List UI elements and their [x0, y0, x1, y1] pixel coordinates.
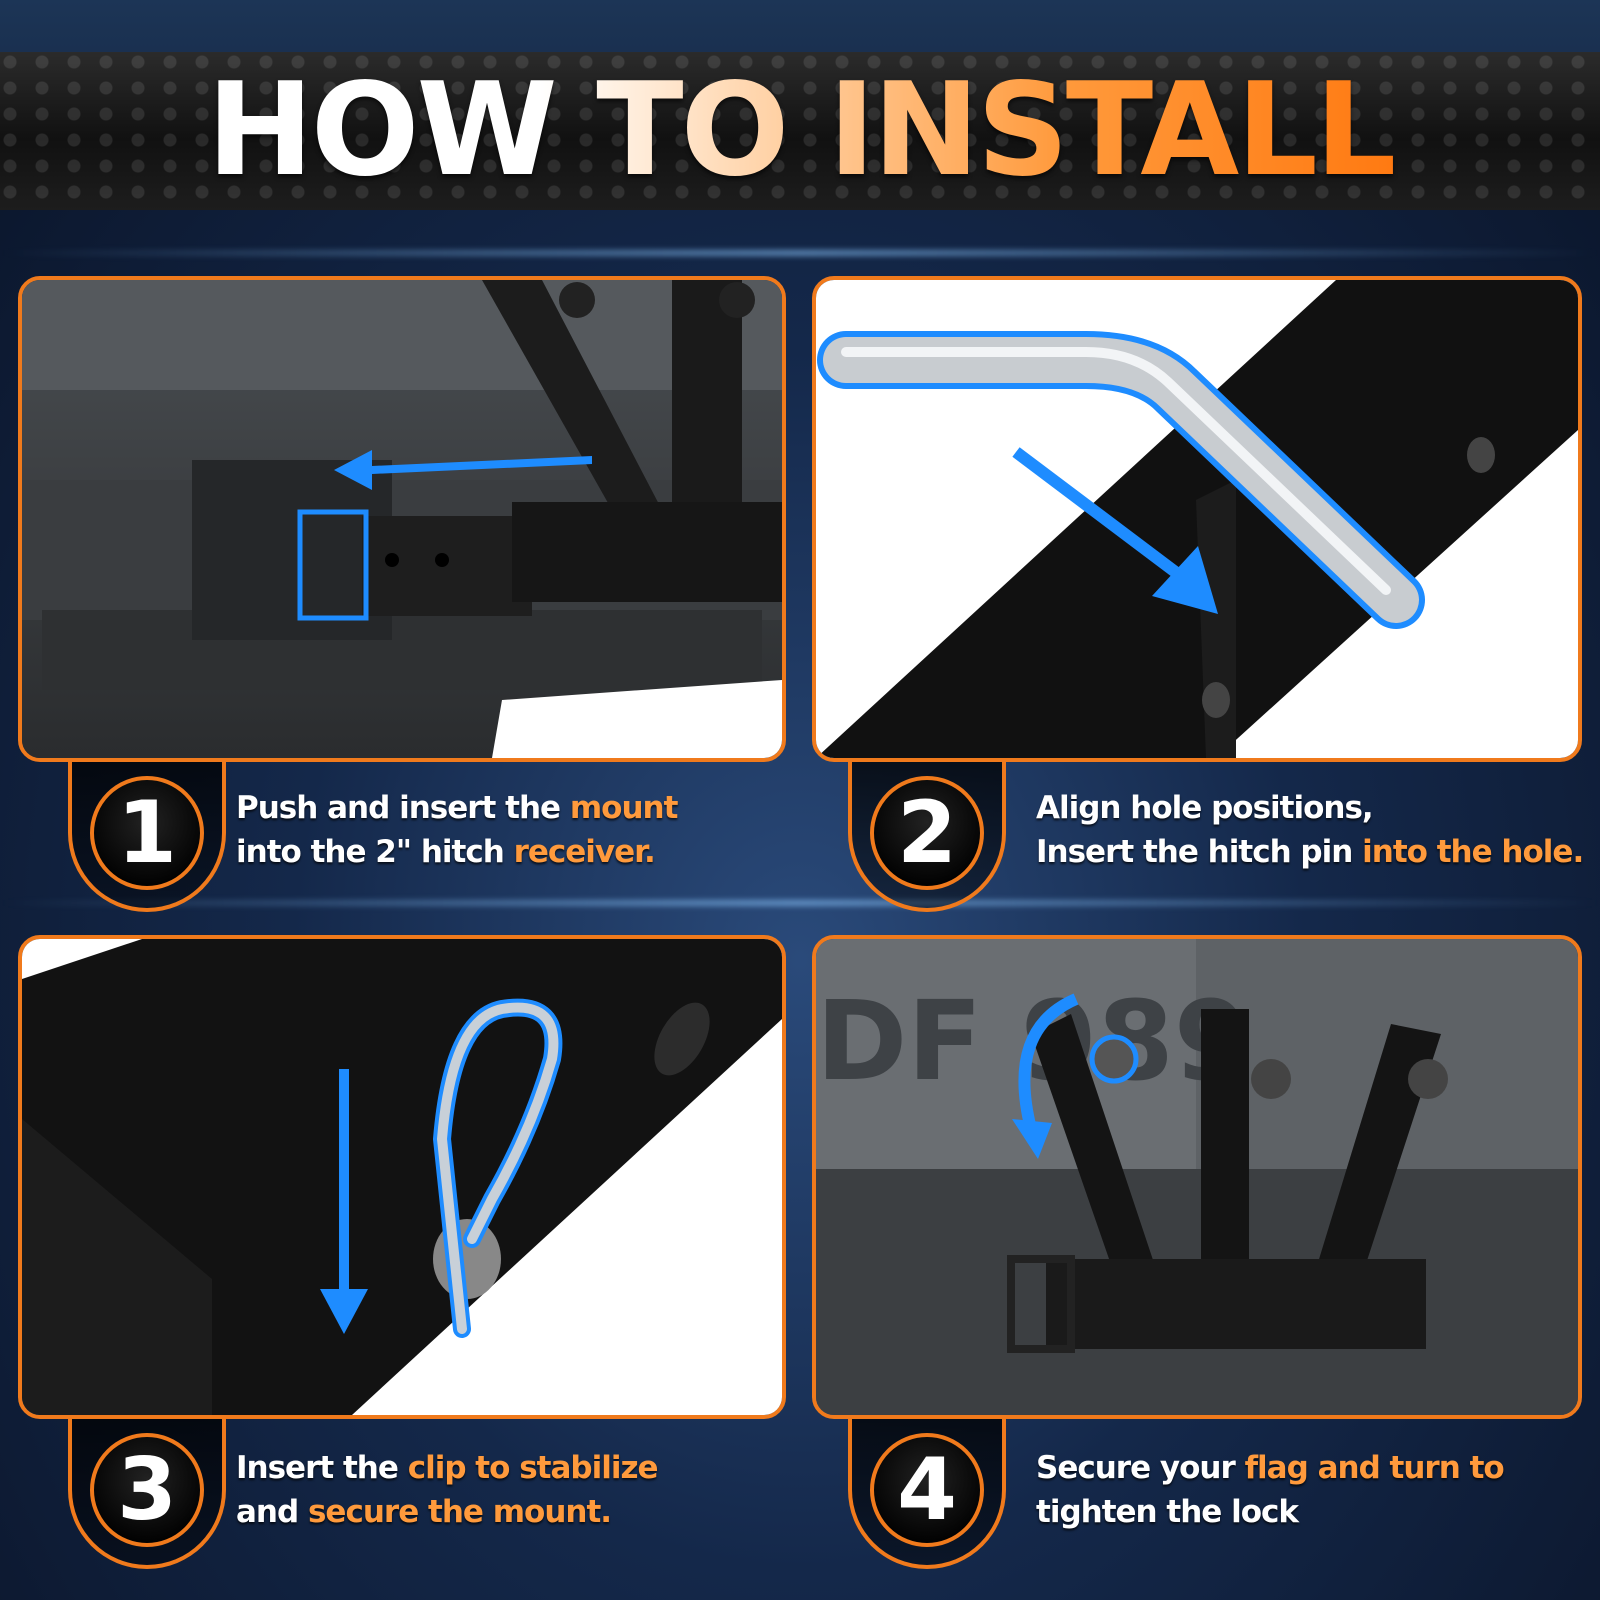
- top-band: [0, 0, 1600, 52]
- caption-text: tighten the lock: [1036, 1494, 1299, 1530]
- step-2-number: 2: [870, 776, 984, 890]
- step-3-badge: 3: [68, 1419, 226, 1569]
- title-banner: HOW TO INSTALL: [0, 52, 1600, 210]
- step-2-badge: 2: [848, 762, 1006, 912]
- step-3-photo: [18, 935, 786, 1419]
- step-4-number: 4: [870, 1433, 984, 1547]
- step-1-photo: [18, 276, 786, 762]
- caption-text: Secure your: [1036, 1450, 1245, 1486]
- caption-line: Insert the clip to stabilize: [236, 1446, 659, 1490]
- caption-text: and: [236, 1494, 308, 1530]
- step-2-caption: Align hole positions, Insert the hitch pi…: [1036, 786, 1584, 874]
- caption-text: into the hole.: [1362, 834, 1584, 870]
- glow-line: [0, 250, 1600, 256]
- caption-text: into the 2" hitch: [236, 834, 514, 870]
- caption-text: Push and insert the: [236, 790, 570, 826]
- caption-line: Insert the hitch pin into the hole.: [1036, 830, 1584, 874]
- caption-text: mount: [569, 790, 679, 826]
- caption-text: clip to stabilize: [407, 1450, 659, 1486]
- caption-line: Secure your flag and turn to: [1036, 1446, 1505, 1490]
- caption-line: Align hole positions,: [1036, 786, 1583, 830]
- caption-line: and secure the mount.: [236, 1490, 658, 1534]
- step-3-number: 3: [90, 1433, 204, 1547]
- caption-text: receiver.: [513, 834, 656, 870]
- caption-text: Align hole positions,: [1036, 790, 1374, 826]
- caption-text: Insert the: [236, 1450, 408, 1486]
- glow-line: [0, 900, 1600, 906]
- caption-text: Insert the hitch pin: [1036, 834, 1363, 870]
- caption-line: into the 2" hitch receiver.: [236, 830, 677, 874]
- caption-line: tighten the lock: [1036, 1490, 1504, 1534]
- caption-text: flag and turn to: [1244, 1450, 1505, 1486]
- step-4-badge: 4: [848, 1419, 1006, 1569]
- page-title: HOW TO INSTALL: [206, 56, 1397, 205]
- step-2-photo: [812, 276, 1582, 762]
- caption-text: secure the mount.: [307, 1494, 612, 1530]
- step-4-photo: DF 989: [812, 935, 1582, 1419]
- step-1-badge: 1: [68, 762, 226, 912]
- step-4-caption: Secure your flag and turn to tighten the …: [1036, 1446, 1505, 1534]
- caption-line: Push and insert the mount: [236, 786, 679, 830]
- step-1-number: 1: [90, 776, 204, 890]
